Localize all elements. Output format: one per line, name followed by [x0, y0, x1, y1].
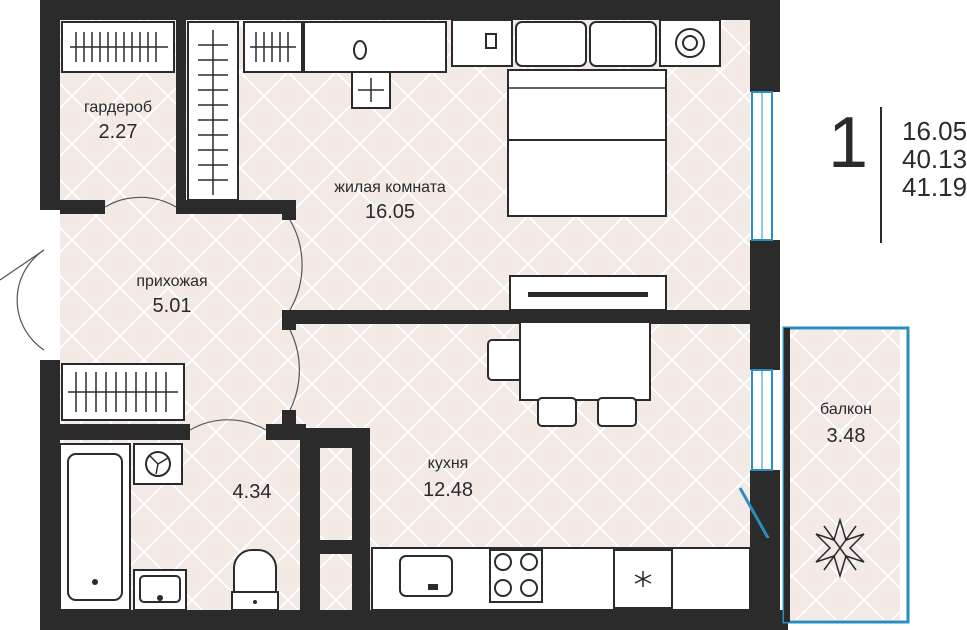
toilet-icon [231, 549, 279, 611]
wardrobe-area: 2.27 [99, 121, 138, 143]
wardrobe-name: гардероб [84, 99, 152, 116]
desk [303, 21, 447, 109]
balcony-name: балкон [820, 401, 872, 418]
walls [40, 0, 788, 630]
dining-table [487, 321, 651, 427]
hallway-area: 5.01 [153, 295, 192, 317]
tv-stand [509, 275, 667, 311]
windows [738, 91, 778, 550]
summary-values: 16.05 40.13 41.19 [902, 117, 967, 201]
summary-value-with-balcony: 41.19 [902, 172, 967, 202]
living-area: 16.05 [365, 201, 415, 223]
summary-value-total: 40.13 [902, 144, 967, 174]
bathroom-area: 4.34 [233, 481, 272, 503]
apartment-summary: 1 16.05 40.13 41.19 [828, 103, 967, 245]
kitchen-name: кухня [428, 455, 469, 472]
kitchen-counter [371, 547, 751, 611]
summary-value-living: 16.05 [902, 116, 967, 146]
hallway-wardrobe [187, 21, 303, 201]
sink-icon [399, 555, 453, 597]
plant-icon [815, 517, 865, 579]
wardrobe-rail [61, 21, 175, 73]
hallway-name: прихожая [136, 273, 207, 290]
doors [0, 196, 303, 431]
living-name: жилая комната [334, 179, 446, 196]
summary-divider [880, 107, 882, 243]
balcony-area: 3.48 [827, 425, 866, 447]
hallway-shelf [61, 363, 185, 421]
rooms-count: 1 [828, 103, 869, 183]
bed-icon [507, 69, 667, 217]
sideboard [451, 19, 721, 67]
bathroom-fixtures [59, 443, 279, 611]
kitchen-area: 12.48 [423, 479, 473, 501]
balcony-frame [782, 326, 910, 624]
room-labels: гардероб 2.27 жилая комната 16.05 прихож… [84, 99, 872, 503]
stove-icon [489, 549, 543, 603]
